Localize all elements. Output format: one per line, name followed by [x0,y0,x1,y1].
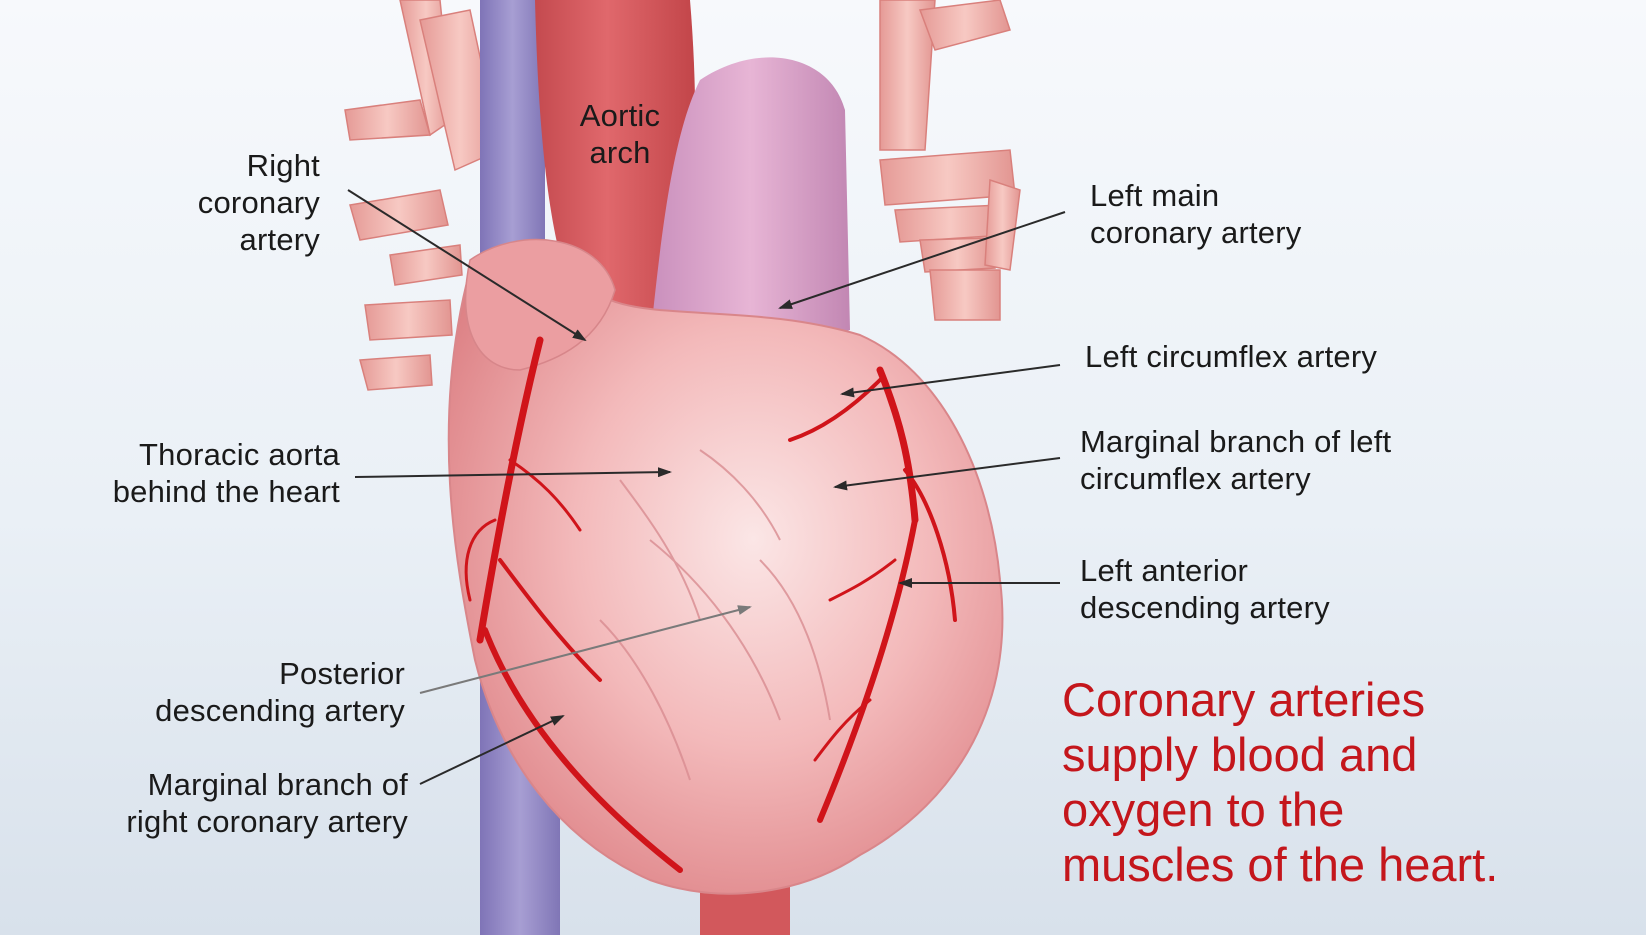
label-posterior-descending: Posterior descending artery [60,655,405,729]
label-line: Posterior [60,655,405,692]
label-right-coronary: Right coronary artery [130,147,320,258]
caption-line: oxygen to the [1062,782,1498,837]
label-line: artery [130,221,320,258]
label-aortic-arch: Aortic arch [560,97,680,171]
label-left-main: Left main coronary artery [1090,177,1301,251]
label-line: circumflex artery [1080,460,1391,497]
label-left-circumflex: Left circumflex artery [1085,338,1377,375]
label-left-anterior: Left anterior descending artery [1080,552,1330,626]
label-line: Thoracic aorta [40,436,340,473]
caption-line: muscles of the heart. [1062,837,1498,892]
label-line: Left main [1090,177,1301,214]
label-line: Left anterior [1080,552,1330,589]
label-line: Aortic [560,97,680,134]
label-line: Marginal branch of left [1080,423,1391,460]
caption: Coronary arteries supply blood and oxyge… [1062,672,1498,892]
label-line: descending artery [60,692,405,729]
label-line: Marginal branch of [40,766,408,803]
label-marginal-left: Marginal branch of left circumflex arter… [1080,423,1391,497]
label-line: Right [130,147,320,184]
label-thoracic-aorta: Thoracic aorta behind the heart [40,436,340,510]
caption-line: supply blood and [1062,727,1498,782]
label-line: arch [560,134,680,171]
label-line: right coronary artery [40,803,408,840]
label-line: Left circumflex artery [1085,338,1377,375]
label-line: coronary [130,184,320,221]
label-marginal-right: Marginal branch of right coronary artery [40,766,408,840]
caption-line: Coronary arteries [1062,672,1498,727]
label-line: descending artery [1080,589,1330,626]
label-line: behind the heart [40,473,340,510]
label-line: coronary artery [1090,214,1301,251]
